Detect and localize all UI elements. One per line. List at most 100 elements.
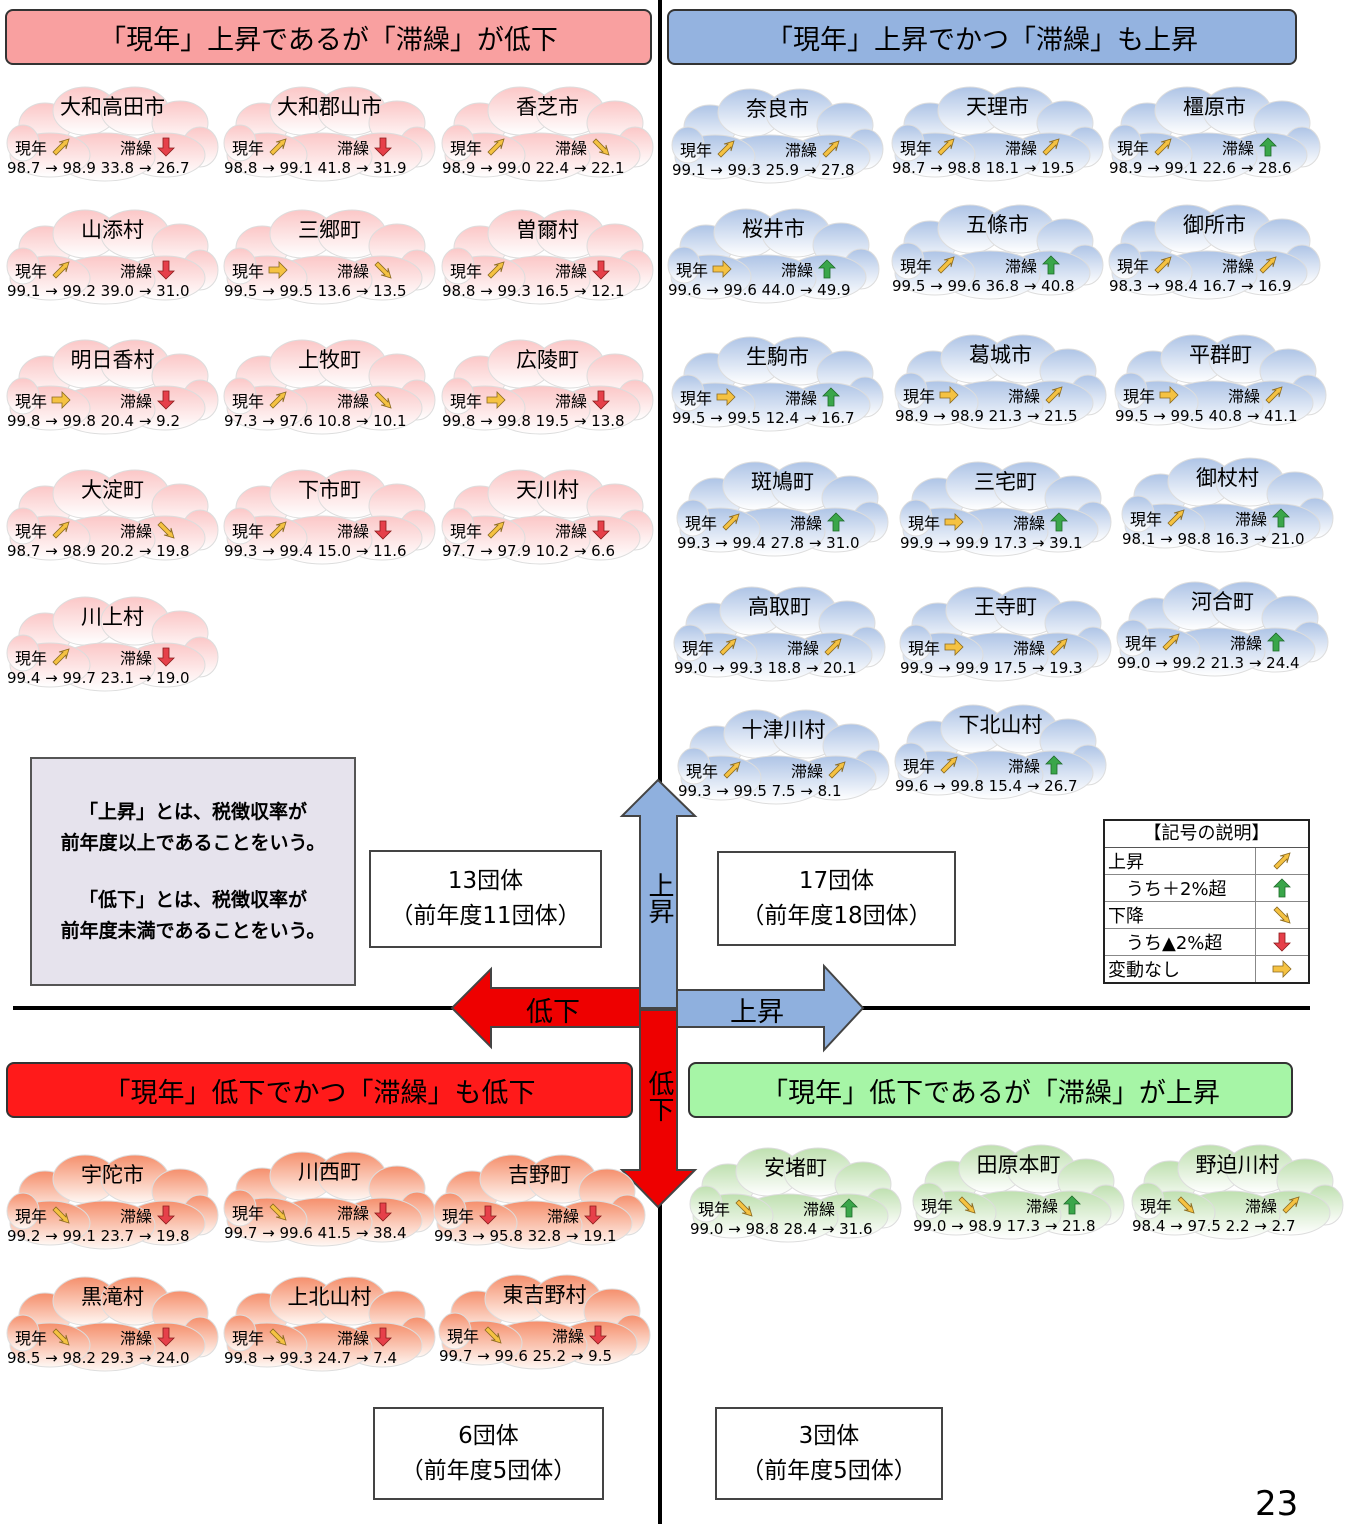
taiku-label: 滞繰	[337, 1329, 370, 1348]
up-arrow-icon	[51, 260, 71, 280]
cloud-shape	[223, 1151, 436, 1247]
rate-values: 98.8 → 99.1 41.8 → 31.9	[224, 159, 407, 177]
taiku-label: 滞繰	[1222, 139, 1255, 158]
down-arrow-icon	[591, 137, 611, 157]
taiku-indicator: 滞繰	[120, 388, 176, 412]
big-up-arrow-icon	[826, 512, 846, 532]
rate-values: 98.7 → 98.9 20.2 → 19.8	[7, 542, 190, 560]
genen-indicator: 現年	[676, 257, 732, 281]
cloud-shape	[1131, 1144, 1344, 1240]
down-arrow-icon	[373, 390, 393, 410]
genen-label: 現年	[232, 139, 265, 158]
legend-icon-cell	[1255, 929, 1308, 955]
taiku-indicator: 滞繰	[1005, 253, 1061, 277]
taiku-indicator: 滞繰	[555, 518, 611, 542]
rate-values: 98.7 → 98.8 18.1 → 19.5	[892, 159, 1075, 177]
taiku-indicator: 滞繰	[1008, 753, 1064, 777]
up-arrow-icon	[716, 139, 736, 159]
down-arrow	[619, 1009, 698, 1209]
count-box-top-right: 17団体 （前年度18団体）	[717, 851, 956, 946]
cloud-shape	[223, 339, 436, 435]
taiku-label: 滞繰	[1013, 514, 1046, 533]
down-arrow-icon	[268, 1327, 288, 1347]
taiku-indicator: 滞繰	[337, 1325, 393, 1349]
axis-label-down-horizontal: 低下	[526, 997, 580, 1028]
taiku-label: 滞繰	[785, 141, 818, 160]
city-name: 王寺町	[974, 595, 1037, 619]
genen-indicator: 現年	[1117, 135, 1173, 159]
genen-indicator: 現年	[15, 518, 71, 542]
count-prev: （前年度5団体）	[741, 1457, 917, 1484]
taiku-label: 滞繰	[337, 522, 370, 541]
legend-icon-cell	[1255, 848, 1308, 874]
rate-values: 99.0 → 99.3 18.8 → 20.1	[674, 659, 857, 677]
title-bottom-left: 「現年」低下でかつ「滞繰」も低下	[6, 1062, 633, 1118]
flat-arrow-icon	[944, 512, 964, 532]
legend-row: 下降	[1105, 902, 1308, 929]
down-arrow-icon	[483, 1325, 503, 1345]
up-arrow-icon	[1049, 637, 1069, 657]
cloud-shape	[223, 1276, 436, 1372]
count-box-top-left: 13団体 （前年度11団体）	[369, 850, 602, 948]
flat-arrow-icon	[51, 390, 71, 410]
axis-label-up-horizontal: 上昇	[730, 997, 784, 1028]
rate-values: 99.8 → 99.3 24.7 → 7.4	[224, 1349, 398, 1367]
city-name: 五條市	[966, 213, 1029, 237]
legend-icon-cell	[1255, 902, 1308, 928]
vertical-axis-line	[658, 0, 662, 1524]
taiku-label: 滞繰	[803, 1200, 836, 1219]
cloud-shape	[899, 461, 1112, 557]
genen-indicator: 現年	[685, 510, 741, 534]
cloud-shape	[671, 336, 884, 432]
down-arrow-icon	[373, 260, 393, 280]
city-name: 高取町	[748, 595, 811, 619]
genen-label: 現年	[232, 522, 265, 541]
cloud-shape	[677, 709, 890, 805]
up-arrow-icon	[823, 637, 843, 657]
city-name: 御所市	[1183, 213, 1246, 237]
rate-values: 98.9 → 99.1 22.6 → 28.6	[1109, 159, 1292, 177]
cloud-shape	[899, 586, 1112, 682]
rate-values: 99.5 → 99.6 36.8 → 40.8	[892, 277, 1075, 295]
genen-indicator: 現年	[15, 258, 71, 282]
genen-label: 現年	[232, 392, 265, 411]
genen-indicator: 現年	[15, 645, 71, 669]
taiku-indicator: 滞繰	[120, 135, 176, 159]
genen-label: 現年	[450, 392, 483, 411]
genen-indicator: 現年	[903, 753, 959, 777]
genen-label: 現年	[15, 262, 48, 281]
city-name: 明日香村	[70, 348, 155, 372]
taiku-label: 滞繰	[785, 389, 818, 408]
big-down-arrow-icon	[583, 1205, 603, 1225]
up-arrow-icon	[486, 137, 506, 157]
rate-values: 98.9 → 98.9 21.3 → 21.5	[895, 407, 1078, 425]
flat-arrow-icon	[939, 385, 959, 405]
big-down-arrow-icon	[588, 1325, 608, 1345]
cloud-shape	[894, 334, 1107, 430]
taiku-label: 滞繰	[781, 261, 814, 280]
rate-values: 99.3 → 99.4 27.8 → 31.0	[677, 534, 860, 552]
genen-label: 現年	[900, 257, 933, 276]
city-name: 大淀町	[81, 478, 144, 502]
cloud-shape	[6, 86, 219, 182]
genen-label: 現年	[900, 139, 933, 158]
big-down-arrow-icon	[156, 1205, 176, 1225]
taiku-indicator: 滞繰	[1013, 510, 1069, 534]
taiku-indicator: 滞繰	[552, 1323, 608, 1347]
down-arrow-icon	[51, 1327, 71, 1347]
rate-values: 99.5 → 99.5 40.8 → 41.1	[1115, 407, 1298, 425]
genen-label: 現年	[1117, 257, 1150, 276]
taiku-indicator: 滞繰	[1026, 1193, 1082, 1217]
genen-label: 現年	[903, 757, 936, 776]
city-name: 上北山村	[287, 1285, 372, 1309]
city-name: 山添村	[81, 218, 144, 242]
big-down-arrow-icon	[156, 260, 176, 280]
genen-label: 現年	[450, 522, 483, 541]
count-prev: （前年度18団体）	[741, 902, 932, 929]
